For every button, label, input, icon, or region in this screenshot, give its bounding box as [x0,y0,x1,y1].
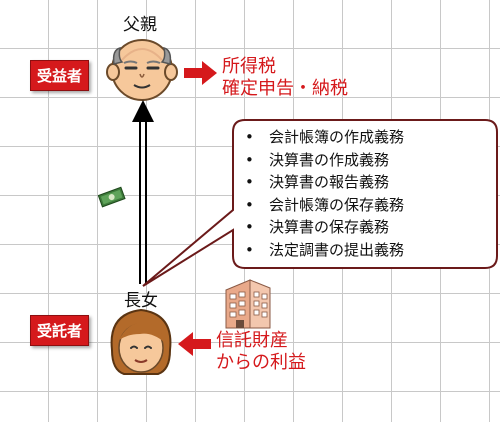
duty-text: 決算書の報告義務 [269,173,390,191]
bullet: • [245,240,254,259]
father-label: 父親 [123,15,157,35]
duty-callout-box [142,119,498,287]
elderly-man-icon [106,39,178,101]
bullet: • [245,195,254,214]
apartment-building-icon [225,279,271,329]
trustee-tag: 受託者 [30,315,90,346]
bullet: • [245,128,254,146]
duty-item: • 決算書の報告義務 [245,171,404,194]
duty-text: 法定調書の提出義務 [269,240,405,259]
duty-text: 会計帳簿の作成義務 [269,128,405,146]
tax-obligation-line2: 確定申告・納税 [222,78,348,99]
tax-obligation-line1: 所得税 [222,56,276,77]
left-arrow-icon [178,332,211,356]
trust-benefit-line1: 信託財産 [216,330,288,351]
duty-list-container: • 会計帳簿の作成義務 • 決算書の作成義務 • 決算書の報告義務 • 会計帳簿の保存義… [245,126,404,261]
bullet: • [245,150,254,169]
trust-benefit-line2: からの利益 [216,352,306,373]
right-arrow-icon [184,61,217,85]
duty-text: 会計帳簿の保存義務 [269,195,405,214]
woman-icon [110,308,172,375]
duty-item: • 会計帳簿の作成義務 [245,126,404,149]
duty-item: • 決算書の保存義務 [245,216,404,239]
up-arrow-icon [132,100,154,284]
money-icon [97,186,126,208]
duty-text: 決算書の保存義務 [269,218,390,236]
bullet: • [245,173,254,191]
duty-text: 決算書の作成義務 [269,150,390,169]
daughter-label: 長女 [124,291,158,311]
duty-item: • 会計帳簿の保存義務 [245,194,404,217]
duty-list: • 会計帳簿の作成義務 • 決算書の作成義務 • 決算書の報告義務 • 会計帳簿の保存義… [245,126,404,261]
duty-item: • 法定調書の提出義務 [245,239,404,262]
duty-item: • 決算書の作成義務 [245,149,404,172]
beneficiary-tag: 受益者 [30,60,90,91]
bullet: • [245,218,254,236]
